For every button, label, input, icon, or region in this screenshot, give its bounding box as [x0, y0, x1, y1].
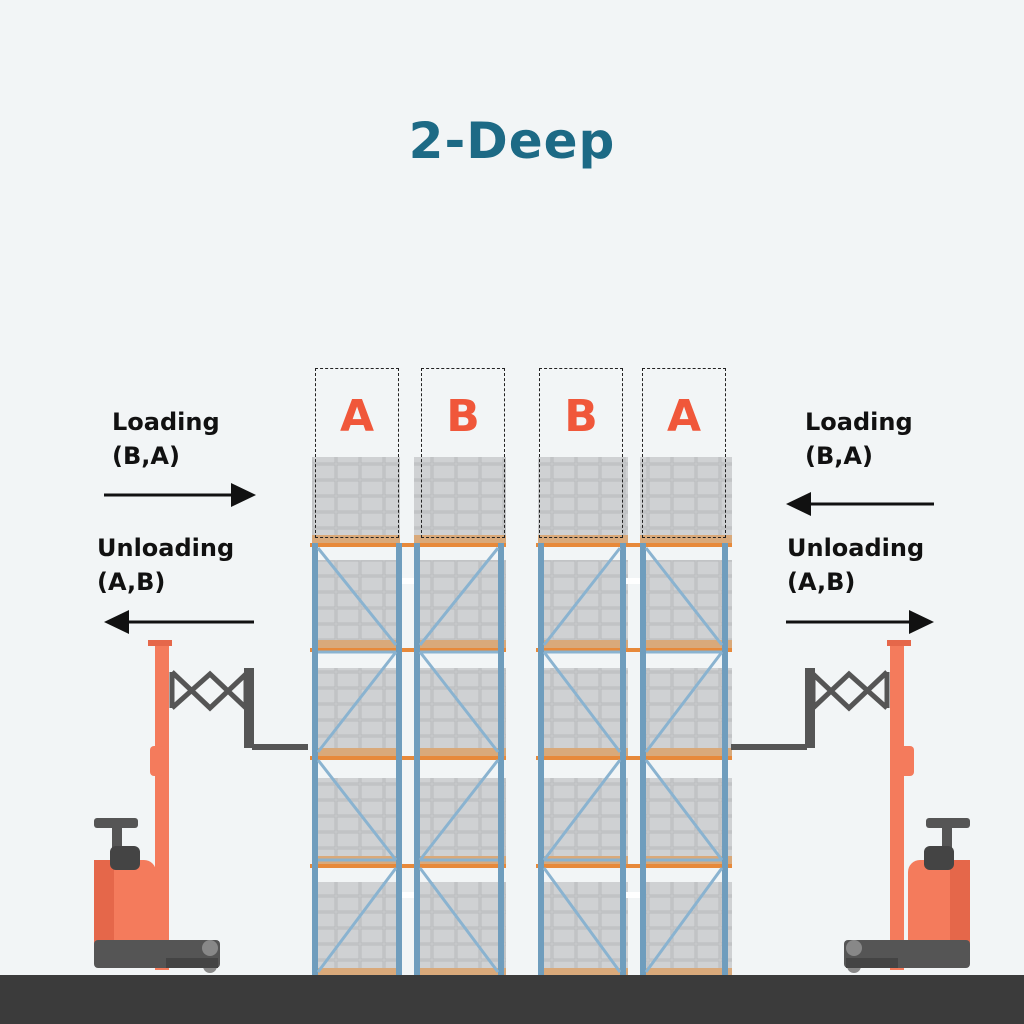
left-unloading-label: Unloading	[97, 534, 235, 562]
left-loading-label: Loading	[112, 408, 220, 436]
slot-2-letter: B	[446, 391, 480, 442]
slot-3-letter: B	[564, 391, 598, 442]
slot-4: A	[642, 368, 726, 538]
right-unloading-label: Unloading	[787, 534, 925, 562]
left-unloading-order: (A,B)	[97, 568, 166, 596]
slot-1-letter: A	[339, 391, 375, 442]
arrow-icon-right-loading	[786, 492, 934, 516]
arrow-icon-left-loading	[104, 483, 256, 507]
slot-2: B	[421, 368, 505, 538]
rack-right-pair	[536, 457, 732, 975]
forklift-left-icon	[94, 640, 308, 973]
right-loading-label: Loading	[805, 408, 913, 436]
slot-1: A	[315, 368, 399, 538]
page-title: 2-Deep	[408, 112, 616, 170]
rack-left-pair	[310, 457, 506, 975]
right-unloading-order: (A,B)	[787, 568, 856, 596]
right-loading-order: (B,A)	[805, 442, 873, 470]
arrow-icon-right-unloading	[786, 610, 934, 634]
arrow-icon-left-unloading	[104, 610, 254, 634]
floor	[0, 975, 1024, 1024]
slot-4-letter: A	[666, 391, 702, 442]
left-loading-order: (B,A)	[112, 442, 180, 470]
forklift-right-icon	[731, 640, 970, 973]
slot-3: B	[539, 368, 623, 538]
